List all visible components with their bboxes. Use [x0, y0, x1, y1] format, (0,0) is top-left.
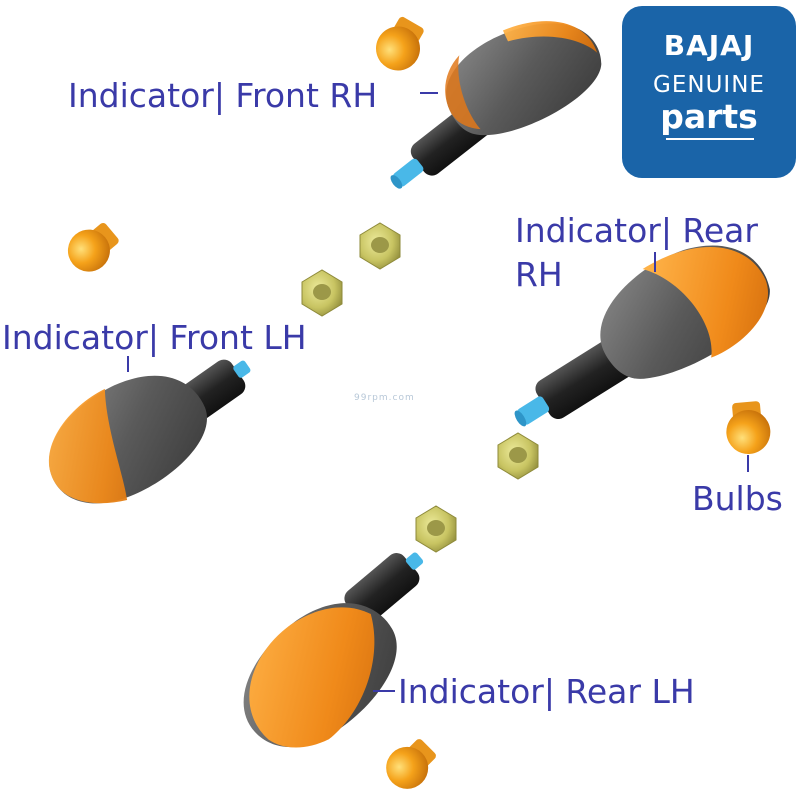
nut-icon: [301, 269, 343, 317]
nut-icon: [359, 222, 401, 270]
indicator-rear-lh-icon: [243, 552, 424, 748]
logo-brand: BAJAJ: [663, 29, 755, 62]
bulb-right-icon: [726, 401, 771, 454]
indicator-rear-rh-icon: [514, 245, 770, 427]
bajaj-genuine-parts-logo: BAJAJ GENUINE parts: [622, 6, 796, 178]
label-rear-lh: Indicator| Rear LH: [398, 672, 695, 711]
nut-icon: [497, 432, 539, 480]
logo-genuine: GENUINE: [653, 72, 765, 98]
indicator-front-rh-icon: [390, 21, 602, 189]
leader-lines: [127, 92, 749, 692]
label-rear-rh: Indicator| Rear RH: [515, 211, 758, 294]
bulb-left-icon: [67, 222, 119, 272]
label-front-lh: Indicator| Front LH: [2, 318, 307, 357]
label-front-rh: Indicator| Front RH: [68, 76, 378, 115]
bulb-bottom-icon: [386, 739, 436, 789]
indicator-front-lh-icon: [49, 359, 251, 504]
nut-icon: [415, 505, 457, 553]
bulb-top-icon: [376, 16, 424, 71]
watermark-text: 99rpm.com: [354, 393, 415, 403]
label-bulbs: Bulbs: [692, 479, 783, 518]
logo-parts: parts: [660, 97, 758, 136]
logo-underline: [666, 138, 754, 140]
